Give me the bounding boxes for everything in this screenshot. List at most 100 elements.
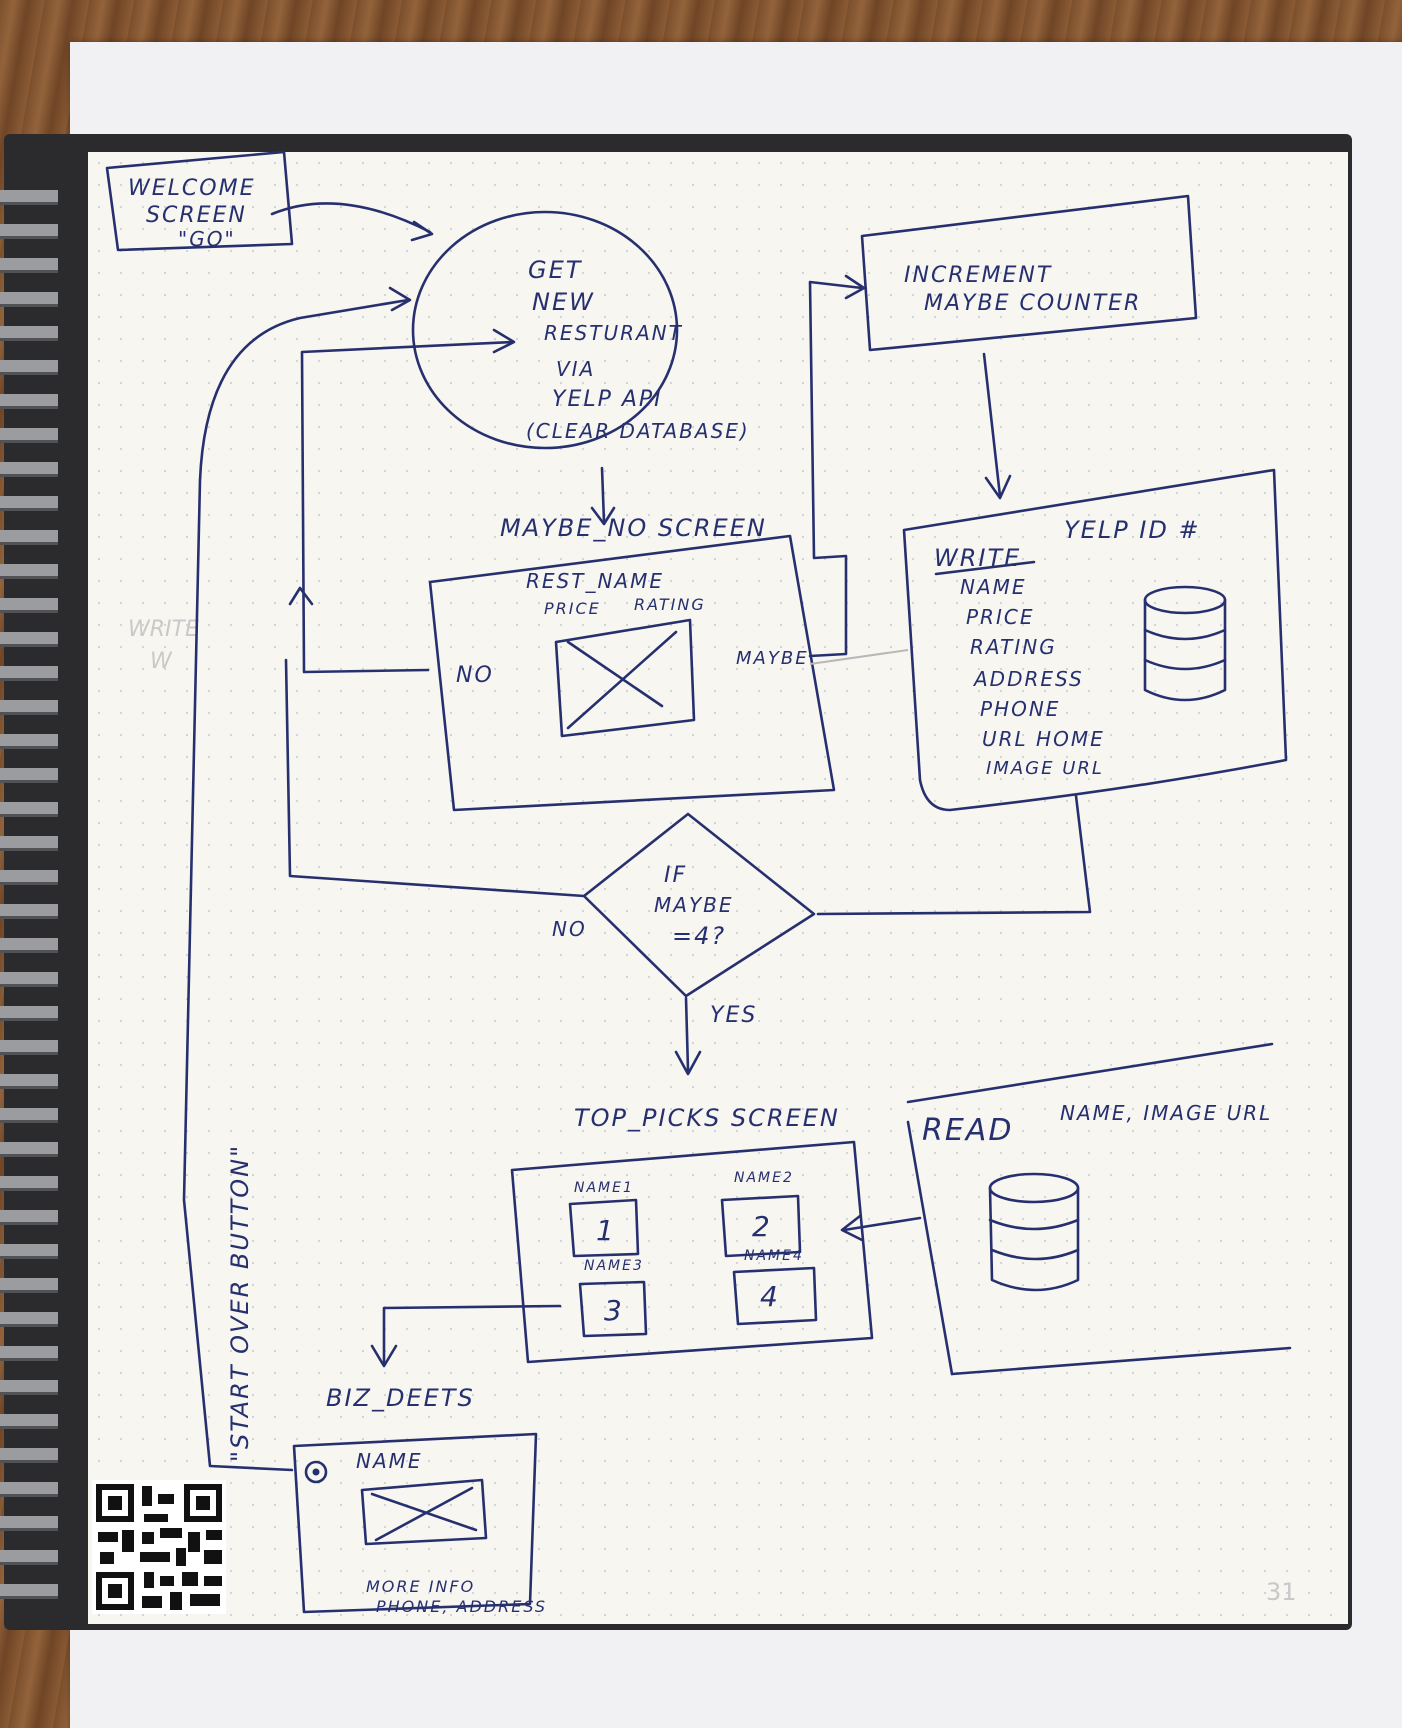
biz-deets-name: NAME	[356, 1449, 423, 1473]
top-pick-name-4: NAME4	[744, 1248, 804, 1264]
biz-cross-line-1	[370, 1492, 478, 1532]
write-title: WRITE	[934, 544, 1021, 572]
welcome-screen-box	[105, 150, 294, 252]
increment-node: INCREMENT MAYBE COUNTER	[860, 194, 1198, 352]
write-field-phone: PHONE	[980, 697, 1060, 721]
arrow-write-to-decision	[816, 794, 1092, 916]
get-line-4: VIA	[556, 357, 595, 381]
decision-line-3: =4?	[672, 922, 726, 950]
arrow-maybe-to-increment	[808, 280, 864, 658]
no-label-left: NO	[456, 663, 494, 688]
get-line-2: NEW	[532, 288, 595, 316]
top-pick-number-3: 3	[604, 1294, 624, 1327]
arrow-start-over-loop	[182, 298, 410, 1472]
top-pick-number-2: 2	[752, 1210, 772, 1243]
arrowhead-yes	[674, 1050, 702, 1076]
get-line-1: GET	[528, 256, 583, 284]
write-subtitle: YELP ID #	[1064, 516, 1201, 544]
write-field-name: NAME	[960, 575, 1027, 599]
get-restaurant-circle	[411, 210, 679, 450]
get-line-6: (CLEAR DATABASE)	[526, 419, 750, 443]
image-cross-line-2	[566, 630, 678, 730]
faint-arrow-maybe-write	[809, 649, 909, 665]
arrow-no-loop	[300, 340, 514, 674]
maybe-no-screen-box	[428, 534, 836, 812]
write-underline	[934, 560, 1036, 576]
decision-line-1: IF	[664, 863, 687, 888]
biz-cross-line-2	[374, 1486, 474, 1542]
arrow-increment-to-write	[982, 352, 1002, 498]
top-pick-name-1: NAME1	[574, 1180, 634, 1196]
read-node: READ NAME, IMAGE URL	[906, 1042, 1292, 1376]
welcome-screen-node: WELCOME SCREEN "GO"	[105, 150, 294, 252]
welcome-line-2: SCREEN	[146, 203, 247, 228]
biz-more-info-2: PHONE, ADDRESS	[376, 1597, 547, 1616]
top-picks-box	[510, 1140, 874, 1364]
top-pick-card-1	[568, 1198, 640, 1258]
maybe-image-placeholder	[554, 618, 696, 738]
arrowhead-no-up	[288, 586, 314, 606]
rating-label: RATING	[634, 595, 706, 614]
database-icon	[1143, 585, 1227, 702]
arrow-top-picks-to-biz	[382, 1304, 562, 1366]
write-field-price: PRICE	[966, 605, 1034, 629]
top-pick-card-4	[732, 1266, 818, 1326]
welcome-line-1: WELCOME	[128, 176, 255, 201]
arrowhead-write	[984, 474, 1012, 500]
arrowhead-biz	[370, 1344, 398, 1368]
get-restaurant-node: GET NEW RESTURANT VIA YELP API (CLEAR DA…	[411, 210, 750, 450]
decision-line-2: MAYBE	[654, 893, 734, 917]
arrowhead-start-over	[388, 286, 412, 312]
image-cross-line-1	[566, 640, 664, 708]
qr-code	[92, 1480, 226, 1614]
price-label: PRICE	[544, 599, 601, 618]
spiral-binding	[0, 180, 58, 1600]
increment-line-2: MAYBE COUNTER	[924, 291, 1141, 316]
arrowhead-increment	[844, 274, 866, 300]
biz-image-placeholder	[360, 1478, 488, 1546]
arrow-get-to-maybe-screen	[600, 466, 606, 524]
yes-label: YES	[710, 1003, 757, 1028]
decision-node: IF MAYBE =4?	[582, 812, 816, 998]
welcome-line-3: "GO"	[178, 227, 236, 251]
write-node: WRITE YELP ID # NAME PRICE RATING ADDRES…	[902, 468, 1288, 812]
write-field-image-url: IMAGE URL	[986, 758, 1104, 779]
top-pick-number-1: 1	[596, 1214, 616, 1247]
arrow-read-to-top-picks	[842, 1216, 922, 1232]
start-over-label: "START OVER BUTTON"	[226, 1144, 254, 1462]
read-box-top	[906, 1042, 1274, 1104]
read-box-bottom	[950, 1346, 1292, 1376]
biz-more-info-1: MORE INFO	[366, 1577, 475, 1596]
biz-deets-node: BIZ_DEETS NAME MORE INFO PHONE, ADDRESS	[292, 1384, 547, 1616]
arrow-decision-yes	[684, 996, 690, 1072]
maybe-no-screen-node: MAYBE_NO SCREEN REST_NAME PRICE RATING N…	[428, 514, 836, 812]
rest-name-label: REST_NAME	[526, 569, 664, 593]
decision-diamond	[582, 812, 816, 998]
read-subtitle: NAME, IMAGE URL	[1060, 1101, 1272, 1125]
ghost-text-w: W	[150, 649, 173, 674]
increment-box	[860, 194, 1198, 352]
get-line-3: RESTURANT	[544, 321, 683, 345]
top-pick-name-3: NAME3	[584, 1258, 644, 1274]
arrow-decision-no-loop	[284, 658, 586, 898]
biz-deets-box	[292, 1432, 538, 1614]
write-box	[902, 468, 1288, 812]
decision-no-label: NO	[552, 917, 587, 941]
arrow-welcome-to-get	[270, 202, 432, 234]
arrowhead-read	[840, 1214, 864, 1242]
radio-icon	[304, 1460, 328, 1484]
arrowhead-welcome	[410, 220, 434, 242]
top-pick-card-3	[578, 1280, 648, 1338]
ghost-text-write: WRITE	[128, 617, 199, 642]
write-field-address: ADDRESS	[972, 667, 1084, 691]
database-icon-read	[988, 1172, 1080, 1292]
notebook-page	[88, 152, 1348, 1624]
biz-deets-title: BIZ_DEETS	[326, 1384, 475, 1412]
arrowhead-no-loop	[492, 328, 516, 354]
increment-line-1: INCREMENT	[904, 263, 1052, 288]
top-pick-name-2: NAME2	[734, 1170, 794, 1186]
read-box-left	[906, 1120, 954, 1376]
top-picks-title: TOP_PICKS SCREEN	[574, 1104, 840, 1132]
write-field-rating: RATING	[970, 635, 1057, 659]
